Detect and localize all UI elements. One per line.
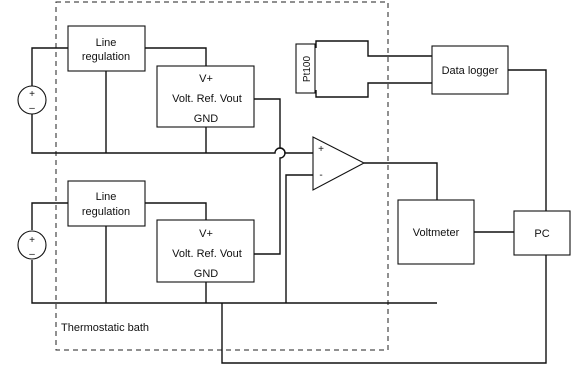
opamp-output-wire bbox=[364, 162, 438, 200]
bottom-vref-vplus-label: V+ bbox=[199, 228, 213, 240]
top-supply-wire bbox=[31, 47, 68, 86]
datalogger-to-pc-wire bbox=[508, 69, 547, 211]
opamp-triangle bbox=[312, 136, 366, 191]
top-vout-wire bbox=[254, 98, 286, 255]
bottom-channel: + – Line regulation V+ Volt. Ref. Vout G… bbox=[17, 180, 437, 304]
bottom-vref-main-label: Volt. Ref. Vout bbox=[172, 248, 242, 260]
bottom-voltage-reference-box bbox=[156, 219, 255, 283]
pc-to-bath-wire bbox=[221, 255, 547, 364]
top-linereg-to-vref-wire bbox=[145, 47, 207, 66]
top-line-regulation-label-2: regulation bbox=[82, 51, 130, 63]
pt100-lower-lead bbox=[315, 82, 432, 98]
bottom-supply-wire bbox=[31, 202, 68, 230]
bottom-source-minus: – bbox=[29, 249, 35, 260]
data-logger-box bbox=[431, 45, 509, 95]
top-voltage-source bbox=[17, 85, 47, 115]
bottom-line-regulation-box bbox=[67, 180, 146, 227]
top-vref-gnd-label: GND bbox=[194, 113, 219, 125]
opamp-plus-sign: + bbox=[318, 144, 324, 155]
bottom-vref-gnd-label: GND bbox=[194, 268, 219, 280]
temperature-measurement: Pt100 Data logger bbox=[295, 40, 547, 211]
pc-label: PC bbox=[534, 228, 549, 240]
data-logger-label: Data logger bbox=[442, 65, 499, 77]
top-vref-main-label: Volt. Ref. Vout bbox=[172, 93, 242, 105]
top-source-plus: + bbox=[29, 89, 35, 100]
top-voltage-reference-box bbox=[156, 65, 255, 128]
voltmeter-box bbox=[397, 199, 475, 265]
voltmeter-label: Voltmeter bbox=[413, 227, 460, 239]
bottom-source-plus: + bbox=[29, 235, 35, 246]
top-line-regulation-label-1: Line bbox=[96, 37, 117, 49]
pt100-upper-lead bbox=[315, 40, 432, 57]
pc-box bbox=[513, 210, 571, 256]
readout-instruments: Voltmeter PC bbox=[221, 199, 571, 364]
pt100-sensor-box bbox=[295, 43, 316, 94]
bottom-voltage-source bbox=[17, 230, 47, 260]
thermostatic-bath-label: Thermostatic bath bbox=[61, 322, 149, 334]
bottom-return-wire bbox=[31, 260, 437, 304]
bottom-line-regulation-label-1: Line bbox=[96, 191, 117, 203]
pt100-label: Pt100 bbox=[302, 55, 313, 82]
bottom-line-regulation-label-2: regulation bbox=[82, 206, 130, 218]
top-vref-vplus-label: V+ bbox=[199, 73, 213, 85]
top-source-minus: – bbox=[29, 103, 35, 114]
bottom-linereg-to-vref-wire bbox=[145, 202, 207, 220]
opamp-minus-sign: - bbox=[319, 170, 322, 181]
opamp-minus-input-wire bbox=[285, 174, 313, 303]
top-line-regulation-box bbox=[67, 25, 146, 72]
top-channel: + – Line regulation V+ Volt. Ref. Vout G… bbox=[17, 25, 313, 255]
differential-amplifier: + - bbox=[285, 136, 438, 303]
